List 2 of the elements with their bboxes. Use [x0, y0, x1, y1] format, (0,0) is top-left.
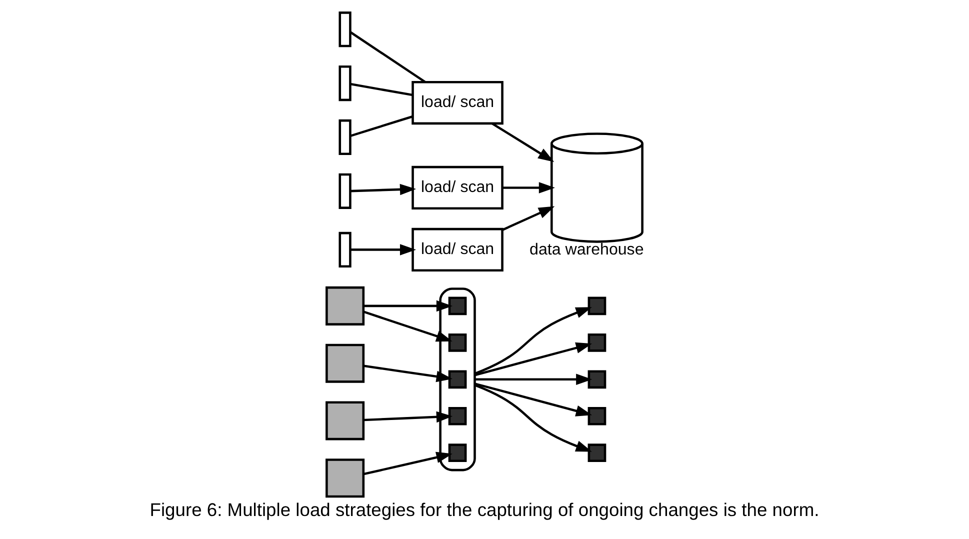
node-label: data warehouse — [530, 240, 644, 259]
caption: Figure 6: Multiple load strategies for the capturing of ongoing changes is the norm. — [150, 498, 820, 520]
